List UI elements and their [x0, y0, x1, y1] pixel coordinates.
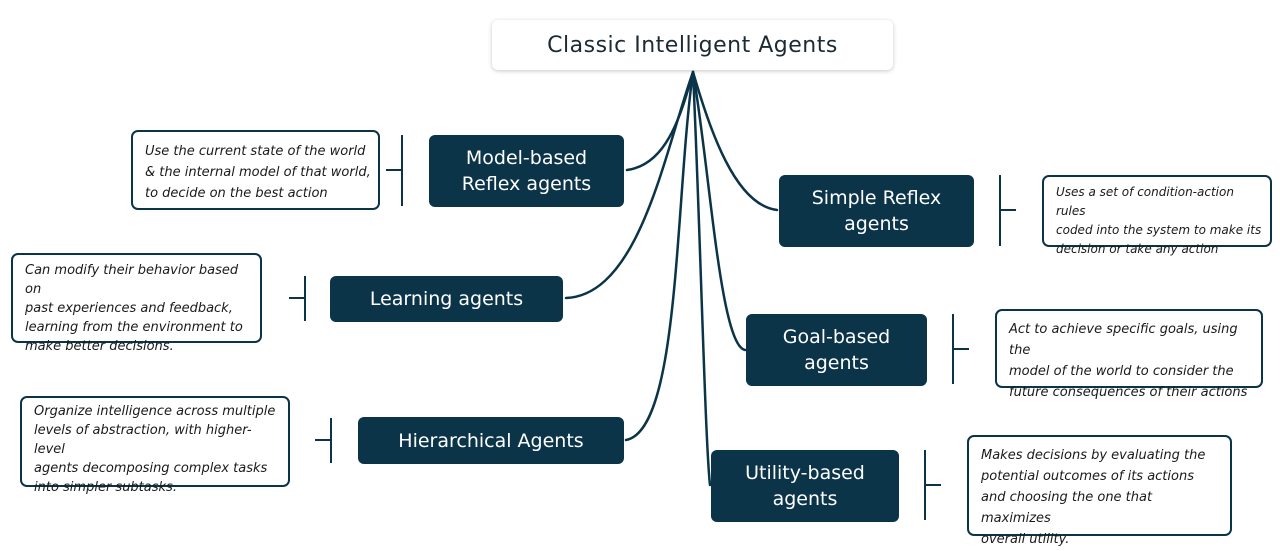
node-learning-agents: Learning agents [330, 276, 563, 322]
bracket-learning [289, 276, 306, 321]
connector-hierarchical [624, 70, 695, 442]
description-simple-reflex: Uses a set of condition-action rules cod… [1042, 175, 1272, 256]
node-goal-based-agents: Goal-based agents [746, 314, 927, 386]
connector-goal-based [691, 70, 747, 352]
root-title: Classic Intelligent Agents [492, 20, 893, 70]
description-utility-based: Makes decisions by evaluating the potent… [967, 435, 1232, 547]
bracket-model-based [386, 135, 403, 206]
description-hierarchical: Organize intelligence across multiple le… [20, 396, 290, 495]
bracket-simple-reflex [999, 175, 1016, 246]
node-utility-based-agents: Utility-based agents [711, 450, 899, 522]
bracket-utility-based [924, 450, 941, 520]
description-goal-based: Act to achieve specific goals, using the… [995, 309, 1263, 400]
connector-utility-based [691, 70, 712, 487]
bracket-hierarchical [315, 418, 332, 463]
description-learning: Can modify their behavior based on past … [11, 253, 262, 354]
connector-simple-reflex [691, 70, 779, 212]
description-model-based: Use the current state of the world & the… [131, 130, 380, 210]
node-simple-reflex-agents: Simple Reflex agents [779, 175, 974, 247]
connector-model-based [625, 70, 695, 172]
node-model-based-reflex-agents: Model-based Reflex agents [429, 135, 624, 207]
node-hierarchical-agents: Hierarchical Agents [358, 417, 624, 464]
bracket-goal-based [952, 314, 969, 384]
connector-learning [564, 70, 695, 300]
